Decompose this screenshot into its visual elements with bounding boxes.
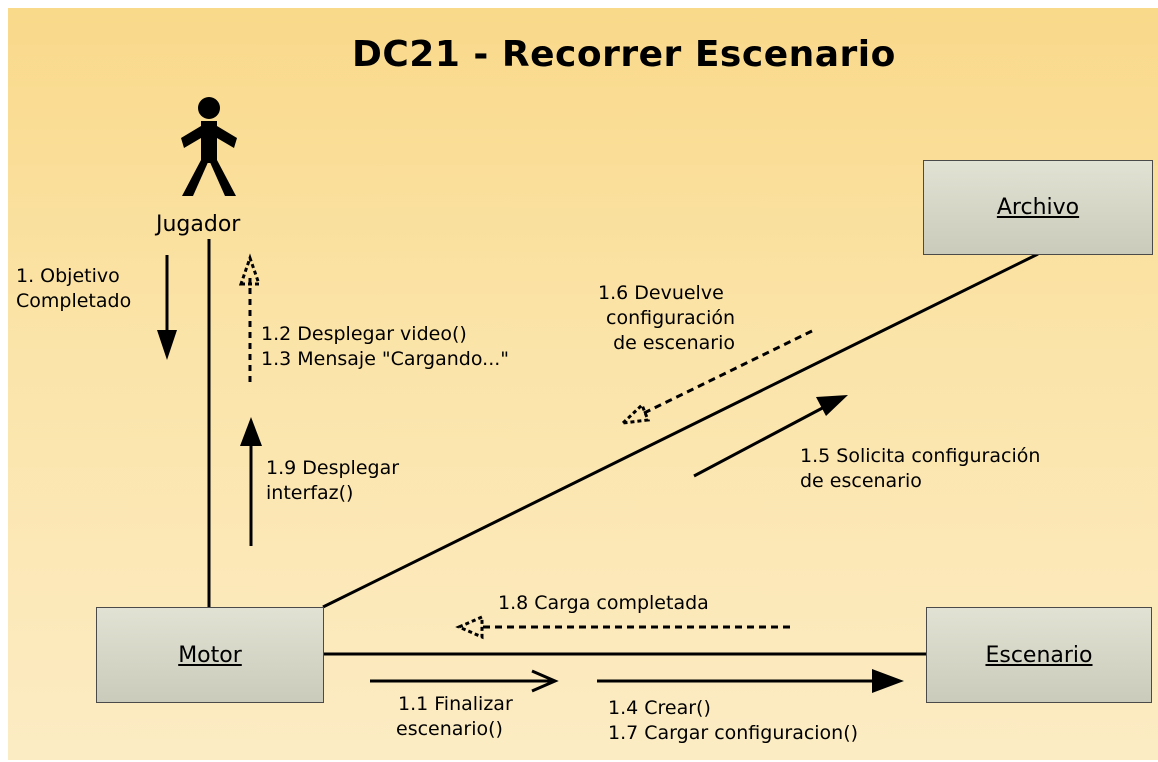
message-1-4-1-7: 1.4 Crear() 1.7 Cargar configuracion() xyxy=(608,697,859,744)
arrow-1-9 xyxy=(240,417,262,546)
object-motor-label: Motor xyxy=(178,642,242,668)
message-1-1: 1.1 Finalizar escenario() xyxy=(396,693,513,740)
message-1-9: 1.9 Desplegar interfaz() xyxy=(266,457,400,504)
actor-label-jugador: Jugador xyxy=(156,212,241,237)
arrow-1-objetivo xyxy=(157,255,177,360)
object-escenario-label: Escenario xyxy=(985,642,1093,668)
link-motor-archivo xyxy=(322,252,1039,609)
message-1-5: 1.5 Solicita configuración de escenario xyxy=(800,445,1041,492)
object-archivo-label: Archivo xyxy=(996,195,1080,220)
arrow-1-1-open xyxy=(370,669,559,693)
arrow-1-2-dashed xyxy=(238,253,262,382)
stick-figure-icon xyxy=(181,97,237,196)
object-archivo[interactable]: Archivo xyxy=(923,160,1153,255)
arrow-1-4-solid xyxy=(597,669,904,693)
message-1-objetivo: 1. Objetivo Completado xyxy=(16,265,132,312)
message-1-6: 1.6 Devuelve configuración de escenario xyxy=(598,282,736,354)
message-1-2-1-3: 1.2 Desplegar video() 1.3 Mensaje "Carga… xyxy=(261,323,510,370)
arrow-1-8-dashed xyxy=(455,614,790,640)
message-1-8: 1.8 Carga completada xyxy=(498,592,709,614)
diagram-title: DC21 - Recorrer Escenario xyxy=(352,34,896,75)
arrow-1-6-dashed xyxy=(618,329,813,426)
object-escenario[interactable]: Escenario xyxy=(926,607,1152,703)
arrow-1-5 xyxy=(693,395,848,478)
object-motor[interactable]: Motor xyxy=(96,607,324,703)
